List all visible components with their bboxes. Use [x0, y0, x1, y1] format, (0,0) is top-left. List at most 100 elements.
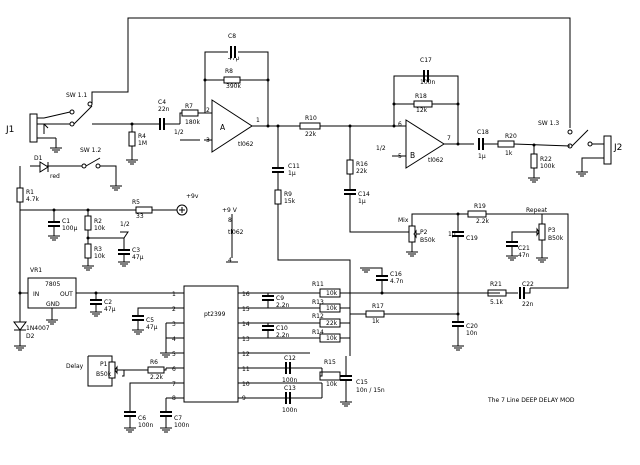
j1-ground [50, 138, 62, 153]
component-label: C2 [104, 299, 112, 306]
component-label: R21 [490, 281, 502, 288]
component-label: IN [33, 291, 39, 298]
component-label: 180k [185, 119, 200, 126]
component-label: 47n [518, 252, 530, 259]
sw13-contact-b [587, 141, 593, 147]
resistor-r14: R14 10k [310, 329, 350, 343]
component-label: 16 [242, 291, 250, 298]
component-label: 22n [522, 301, 534, 308]
component-label: P3 [548, 227, 556, 234]
component-label: 100k [540, 163, 555, 170]
component-label: +9 V [222, 207, 238, 214]
resistor-r8: R8 390k [223, 68, 241, 90]
component-label: 1µ [478, 153, 486, 160]
capacitor-c13: C13 100n [282, 385, 297, 414]
component-label: 100n [282, 377, 297, 384]
component-label: C17 [420, 57, 432, 64]
component-label: 10k [326, 381, 338, 388]
component-label: 1k [372, 318, 380, 325]
capacitor-c11: C11 1µ [272, 126, 300, 177]
j1-body [29, 113, 38, 143]
j2-body [603, 135, 612, 165]
component-label: C9 [276, 295, 284, 302]
component-label: tl062 [228, 229, 244, 236]
opamp-a: A tl062 2 3 1 1/2 [174, 99, 260, 153]
component-label: 2.2n [276, 332, 290, 339]
component-label: C3 [132, 247, 140, 254]
p3-wiper-wire [511, 231, 537, 242]
component-label: 1µ [288, 170, 296, 177]
component-label: C11 [288, 163, 300, 170]
component-label: 7 [447, 135, 451, 142]
component-label: 3 [172, 321, 176, 328]
capacitor-c22: C22 22n [519, 281, 534, 308]
component-label: 100n [174, 422, 189, 429]
component-label: B50k [548, 235, 564, 242]
component-label: 100µ [62, 225, 77, 232]
capacitor-c21: C21 47n [506, 241, 530, 261]
resistor-r1: R1 4.7k [16, 166, 40, 210]
component-label: C5 [146, 317, 154, 324]
component-label: 5.1k [490, 299, 504, 306]
component-label: B50k [420, 237, 436, 244]
component-label: R16 [356, 161, 368, 168]
switch-sw1-2: SW 1.2 [30, 147, 122, 191]
component-label: 47p [228, 55, 240, 62]
component-label: C18 [477, 129, 489, 136]
component-label: 1M [138, 140, 147, 147]
component-label: R2 [94, 218, 102, 225]
component-label: 4 [172, 336, 176, 343]
component-label: 2 [172, 306, 176, 313]
component-label: 22n [158, 106, 170, 113]
sw11-label: SW 1.1 [66, 92, 87, 99]
component-label: 15 [242, 306, 250, 313]
j1-contacts [37, 117, 56, 139]
capacitor-c3: C3 47µ [118, 247, 144, 267]
ic-ground [160, 352, 172, 358]
feedback-b-wire [393, 75, 459, 144]
component-label: C1 [62, 218, 70, 225]
component-label: B50k [96, 371, 112, 378]
ic-pt2399: pt2399 1 2 3 4 5 6 7 8 16 15 14 13 12 11… [160, 285, 322, 403]
component-label: 22k [356, 168, 368, 175]
component-label: 6 [172, 366, 176, 373]
component-label: 1k [505, 150, 513, 157]
resistor-r21: R21 5.1k [487, 281, 518, 306]
capacitor-c12: C12 100n [282, 355, 297, 384]
component-label: A [220, 123, 226, 132]
component-label: 1µ [448, 231, 456, 238]
input-jack-j1: J1 [5, 113, 62, 153]
resistor-r22: R22 100k [528, 145, 555, 183]
component-label: red [50, 173, 60, 180]
component-label: 22k [305, 131, 317, 138]
component-label: 8 [228, 217, 232, 224]
component-label: 1/2 [174, 129, 184, 136]
component-label: R3 [94, 246, 102, 253]
component-label: Mix [398, 217, 409, 224]
resistor-r3: R3 10k [82, 238, 106, 271]
capacitor-c6: C6 100n [124, 382, 160, 433]
component-label: VR1 [30, 267, 42, 274]
component-label: 10k [326, 290, 338, 297]
component-label: 1N4007 [26, 325, 50, 332]
component-label: 14 [242, 321, 250, 328]
component-label: R8 [225, 68, 233, 75]
potentiometer-p1: Delay P1 B50k [66, 355, 125, 387]
component-label: C16 [390, 271, 402, 278]
led-d1: D1 red [34, 155, 60, 180]
component-label: R10 [305, 115, 317, 122]
component-label: 10k [94, 225, 106, 232]
output-jack-j2: J2 [576, 135, 622, 177]
resistor-r15: R15 10k [319, 359, 346, 388]
component-label: P2 [420, 229, 428, 236]
component-label: 12k [416, 107, 428, 114]
capacitor-c7: C7 100n [160, 398, 189, 433]
component-label: C20 [466, 323, 478, 330]
component-label: R17 [372, 303, 384, 310]
component-label: 12 [242, 351, 250, 358]
component-label: 2.2k [476, 218, 490, 225]
component-label: R19 [474, 203, 486, 210]
resistor-r2: R2 10k [84, 210, 106, 238]
sw11-lever [73, 105, 93, 125]
resistor-r6: R6 2.2k [124, 359, 167, 381]
